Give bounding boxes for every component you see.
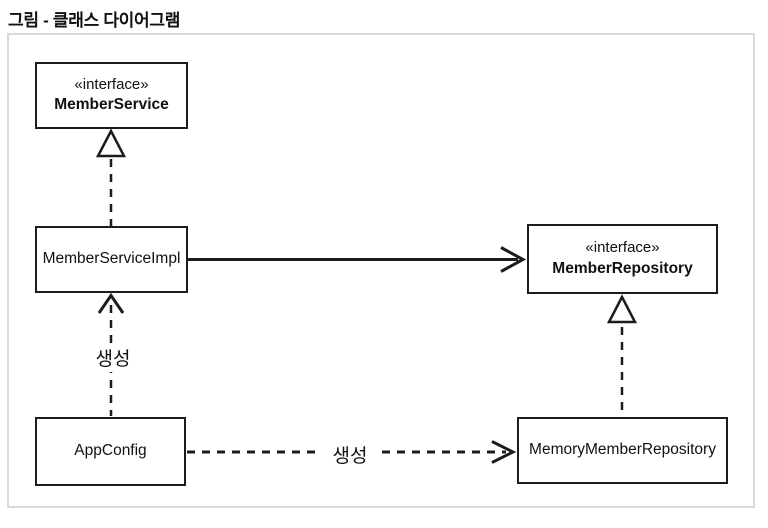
class-box-memberrepository: «interface» MemberRepository [527,224,718,294]
class-box-memberservice: «interface» MemberService [35,62,188,129]
memorymemberrepository-name: MemoryMemberRepository [529,441,716,459]
class-box-appconfig: AppConfig [35,417,186,486]
page-title: 그림 - 클래스 다이어그램 [8,11,181,30]
memberrepository-name: MemberRepository [552,259,693,277]
class-box-memorymemberrepository: MemoryMemberRepository [517,417,728,484]
memberservice-stereotype: «interface» [74,75,149,93]
edge-label-create-horizontal: 생성 [322,440,378,469]
appconfig-name: AppConfig [74,442,147,460]
memberservice-name: MemberService [54,96,169,114]
class-box-memberserviceimpl: MemberServiceImpl [35,226,188,293]
memberrepository-stereotype: «interface» [585,239,660,257]
memberserviceimpl-name: MemberServiceImpl [42,250,181,268]
edge-label-create-vertical: 생성 [85,343,141,372]
